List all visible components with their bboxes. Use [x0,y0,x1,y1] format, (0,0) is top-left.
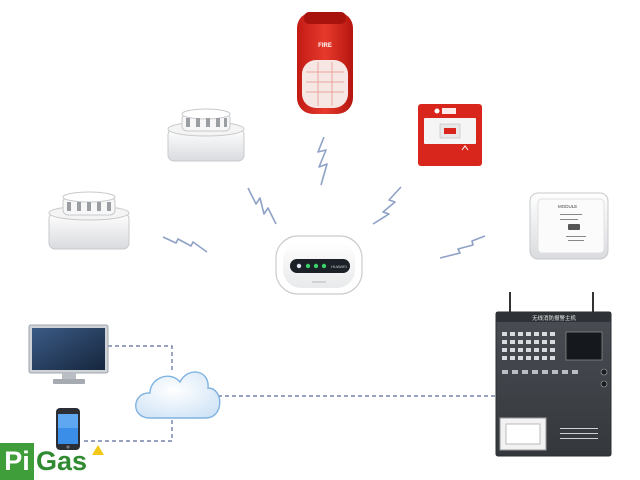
logo-pi: Pi [0,443,34,480]
wireless-module: MODULE [529,192,609,260]
panel-title: 无线消防报警主机 [532,314,577,322]
router-label: HUAWEI [331,264,347,269]
manual-call-point [418,104,482,166]
strobe-siren: FIRE [297,12,353,114]
pigas-logo: Pi Gas [0,443,104,480]
monitor [28,324,109,384]
lightning-icon [247,187,277,225]
smoke-detector-left [48,191,130,250]
lightning-icon [372,186,402,225]
lightning-icon [162,236,208,253]
link-phone-cloud [84,418,173,442]
wireless-router: HUAWEI [275,235,363,295]
fire-alarm-panel: 无线消防报警主机 [495,292,612,457]
smoke-detector-top [167,108,245,162]
logo-gas: Gas [36,446,88,476]
lightning-icon [439,235,486,259]
lightning-icon [317,136,328,186]
smartphone [56,408,80,450]
dashed-links [84,345,496,442]
link-monitor-cloud [108,345,173,372]
cloud [135,371,221,419]
wireless-signals [162,136,486,259]
siren-label: FIRE [318,43,332,49]
ex-hazard-icon [92,445,104,455]
module-label: MODULE [558,204,577,209]
